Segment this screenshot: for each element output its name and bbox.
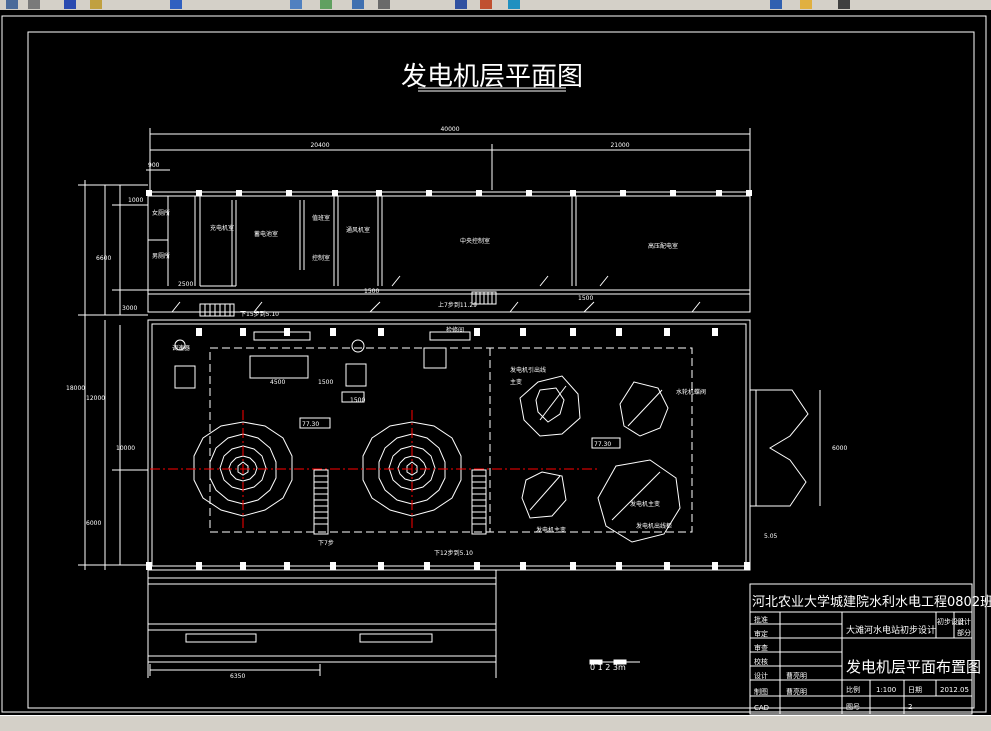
tb-date-label: 日期 bbox=[908, 686, 922, 694]
toolbar-icon-10[interactable] bbox=[455, 0, 467, 9]
toolbar-icon-7[interactable] bbox=[320, 0, 332, 9]
label-equip2: 主变 bbox=[510, 378, 522, 386]
room-label-1: 女厕所 bbox=[152, 209, 170, 217]
room-label-2: 男厕所 bbox=[152, 252, 170, 260]
dim-left-h2: 6600 bbox=[96, 255, 111, 262]
generator-hall bbox=[147, 319, 751, 571]
room-label-8: 中央控制室 bbox=[460, 237, 490, 245]
toolbar-icon-4[interactable] bbox=[90, 0, 102, 9]
label-down-stair2: 下7步 bbox=[318, 539, 334, 547]
scale-bar-label: 0 1 2 3m bbox=[590, 663, 626, 672]
label-down-stair3: 下12步到5.10 bbox=[434, 549, 473, 557]
dim-total: 40000 bbox=[440, 126, 459, 133]
label-transformer2: 发电机主变 bbox=[630, 500, 660, 508]
tb-date-value: 2012.05 bbox=[940, 686, 969, 694]
tb-sheet-value: 2 bbox=[908, 703, 912, 711]
toolbar-icon-5[interactable] bbox=[170, 0, 182, 9]
tb-sheet-label: 图号 bbox=[846, 703, 860, 711]
tb-drawing-name: 发电机层平面布置图 bbox=[846, 658, 981, 676]
toolbar-icon-2[interactable] bbox=[28, 0, 40, 9]
tb-school: 河北农业大学城建院水利水电工程0802班 bbox=[752, 594, 991, 610]
dim-box: 1500 bbox=[318, 379, 333, 386]
dim-left-h5: 6000 bbox=[86, 520, 101, 527]
dim-right-gap: 6000 bbox=[832, 445, 847, 452]
tb-design-label: 设计 bbox=[957, 617, 971, 626]
label-storage: 检修间 bbox=[446, 326, 464, 334]
dim-left-span: 20400 bbox=[310, 142, 329, 149]
dim-top-small: 900 bbox=[148, 162, 160, 169]
transformer-2 bbox=[619, 381, 669, 437]
dim-left-h1: 1000 bbox=[128, 197, 143, 204]
outer-frame bbox=[1, 15, 987, 713]
tb-row-7: CAD bbox=[754, 704, 769, 712]
dim-gap2: 1500 bbox=[578, 295, 593, 302]
dim-left-mid: 12000 bbox=[86, 395, 105, 402]
toolbar-icon-8[interactable] bbox=[352, 0, 364, 9]
label-elev2: 77.30 bbox=[594, 441, 611, 448]
floor-plan-drawing: 发电机层平面图 40000 20400 21000 900 1000 6600 … bbox=[1, 15, 991, 715]
dim-right-span: 21000 bbox=[610, 142, 629, 149]
tb-row-5: 设计 bbox=[754, 671, 768, 680]
toolbar-icon-6[interactable] bbox=[290, 0, 302, 9]
room-label-4: 蓄电池室 bbox=[254, 230, 278, 238]
dim-left-h3: 3000 bbox=[122, 305, 137, 312]
inner-frame bbox=[27, 31, 975, 709]
label-down-stair1: 下15步到5.10 bbox=[240, 310, 279, 318]
dim-bottom: 6350 bbox=[230, 673, 245, 680]
toolbar-icon-11[interactable] bbox=[480, 0, 492, 9]
drawing-title: 发电机层平面图 bbox=[401, 62, 583, 92]
toolbar-icon-15[interactable] bbox=[838, 0, 850, 9]
dim-gap1: 1500 bbox=[364, 288, 379, 295]
tb-stage: 初步设计 bbox=[937, 617, 965, 626]
dim-unit: 4500 bbox=[270, 379, 285, 386]
transformer-3 bbox=[521, 471, 567, 519]
toolbar-icon-3[interactable] bbox=[64, 0, 76, 9]
room-label-7: 控制室 bbox=[312, 254, 330, 262]
tb-part-label: 部分 bbox=[957, 628, 971, 637]
dim-box2: 1500 bbox=[350, 397, 365, 404]
tb-scale-value: 1:100 bbox=[876, 686, 896, 694]
room-label-3: 充电机室 bbox=[210, 224, 234, 232]
tb-scale-label: 比例 bbox=[846, 685, 860, 694]
room-label-6: 通风机室 bbox=[346, 226, 370, 234]
title-block bbox=[749, 583, 973, 715]
tb-drafter: 曹亮明 bbox=[786, 687, 807, 696]
label-transformer3: 发电机主变 bbox=[536, 526, 566, 534]
toolbar-icon-12[interactable] bbox=[508, 0, 520, 9]
tb-row-2: 审定 bbox=[754, 629, 768, 638]
transformer-4 bbox=[597, 459, 681, 543]
label-equip1: 水轮机蝶阀 bbox=[676, 388, 706, 396]
tb-row-1: 批准 bbox=[754, 615, 768, 624]
label-transformer1: 发电机引出线 bbox=[510, 366, 546, 374]
tb-row-3: 审查 bbox=[754, 643, 768, 652]
transformer-1 bbox=[519, 375, 581, 437]
dim-left-h4: 10000 bbox=[116, 445, 135, 452]
label-elev1: 77.30 bbox=[302, 421, 319, 428]
label-transformer4: 发电机出线柜 bbox=[636, 522, 672, 530]
label-unit-note: 调速器 bbox=[172, 344, 190, 352]
tb-designer: 曹亮明 bbox=[786, 671, 807, 680]
label-up-stair: 上7步到11.29 bbox=[438, 301, 477, 309]
toolbar-icon-9[interactable] bbox=[378, 0, 390, 9]
tb-row-6: 制图 bbox=[754, 687, 768, 696]
drawing-canvas[interactable]: 发电机层平面图 40000 20400 21000 900 1000 6600 … bbox=[0, 10, 991, 715]
room-label-9: 高压配电室 bbox=[648, 242, 678, 250]
room-label-5: 值班室 bbox=[312, 214, 330, 222]
dim-stair-w: 2500 bbox=[178, 281, 193, 288]
tb-row-4: 校核 bbox=[754, 657, 768, 666]
status-bar bbox=[0, 715, 991, 731]
tb-project: 大滩河水电站初步设计 bbox=[846, 624, 936, 636]
dim-left-outer: 18000 bbox=[66, 385, 85, 392]
dim-right-side: 5.05 bbox=[764, 533, 778, 540]
toolbar-icon-1[interactable] bbox=[6, 0, 18, 9]
toolbar-icon-13[interactable] bbox=[770, 0, 782, 9]
toolbar-icon-14[interactable] bbox=[800, 0, 812, 9]
